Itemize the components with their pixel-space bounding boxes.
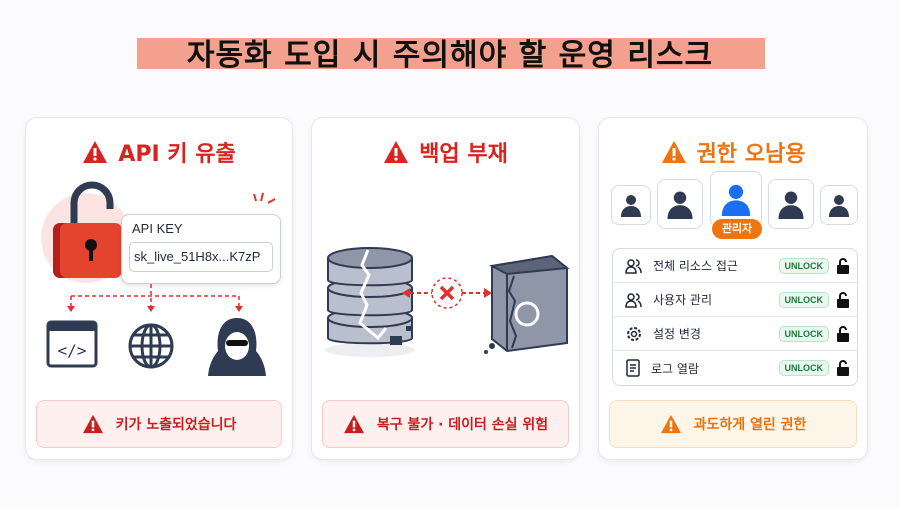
warning-banner: 과도하게 열린 권한 [609,400,857,448]
permission-label: 전체 리소스 접근 [653,259,738,273]
api-key-value: sk_live_51H8x...K7zP [129,242,273,272]
warning-banner: 복구 불가 · 데이터 손실 위험 [322,400,569,448]
user-icon [778,191,804,219]
user-avatar [768,179,814,229]
warning-banner: 키가 노출되었습니다 [36,400,282,448]
warning-icon [661,141,686,163]
unlocked-lock-icon [837,360,849,376]
document-icon [626,359,640,377]
broken-backup-server-icon [484,254,570,354]
hacker-icon [208,318,266,376]
banner-text: 과도하게 열린 권한 [693,417,807,433]
broken-database-icon [325,247,415,357]
warning-icon [82,414,103,434]
user-icon [829,195,849,217]
permission-list: 전체 리소스 접근 UNLOCK 사용자 관리 UNLOCK 설정 변경 UNL… [612,248,858,386]
warning-icon [660,414,681,434]
user-avatar [657,179,703,229]
leak-arrows [67,284,243,312]
warning-icon [83,141,108,163]
permission-row: 설정 변경 UNLOCK [613,317,857,351]
warning-icon [384,141,409,163]
user-icon [667,191,693,219]
permission-label: 설정 변경 [653,327,701,341]
svg-text:</>: </> [58,341,87,360]
permission-label: 로그 열람 [651,361,699,376]
api-key-card: API KEY sk_live_51H8x...K7zP [121,214,281,284]
card-title: API 키 유출 [118,142,236,167]
permission-label: 사용자 관리 [653,293,713,307]
card-permission-abuse: 권한 오남용 관리자 전체 리소스 접근 UNLOCK 사용자 관리 UNLOC… [598,117,868,460]
title-highlight [137,38,765,69]
code-window-icon: </> [46,320,98,368]
permission-row: 전체 리소스 접근 UNLOCK [613,249,857,283]
permission-row: 로그 열람 UNLOCK [613,351,857,385]
unlocked-lock-icon [837,325,849,342]
card-title: 권한 오남용 [696,142,806,167]
unlock-badge: UNLOCK [778,257,829,274]
alert-lines-icon [253,192,276,204]
card-no-backup: 백업 부재 복구 불가 · 데이터 손실 위험 [311,117,580,460]
unlock-badge: UNLOCK [778,360,829,376]
user-avatar [611,185,651,225]
banner-text: 키가 노출되었습니다 [115,417,237,433]
admin-avatar [710,171,762,227]
users-icon [625,292,642,308]
unlocked-padlock-icon [41,181,131,283]
users-icon [625,258,642,274]
admin-badge: 관리자 [712,219,762,239]
user-avatar [820,185,858,225]
user-icon [621,195,641,217]
user-icon [721,184,751,216]
page-title: 자동화 도입 시 주의해야 할 운영 리스크 [186,38,714,73]
card-title: 백업 부재 [419,142,508,167]
banner-text: 복구 불가 · 데이터 손실 위험 [376,417,549,433]
unlocked-lock-icon [837,257,849,274]
api-key-label: API KEY [132,221,183,236]
unlocked-lock-icon [837,291,849,308]
permission-row: 사용자 관리 UNLOCK [613,283,857,317]
x-icon [402,277,492,309]
card-api-key-leak: API 키 유출 API KEY sk_live_51H8x...K7zP </… [25,117,293,460]
globe-icon [128,323,174,369]
gear-icon [627,326,641,341]
unlock-badge: UNLOCK [778,325,829,342]
unlock-badge: UNLOCK [778,291,829,308]
warning-icon [343,414,364,434]
